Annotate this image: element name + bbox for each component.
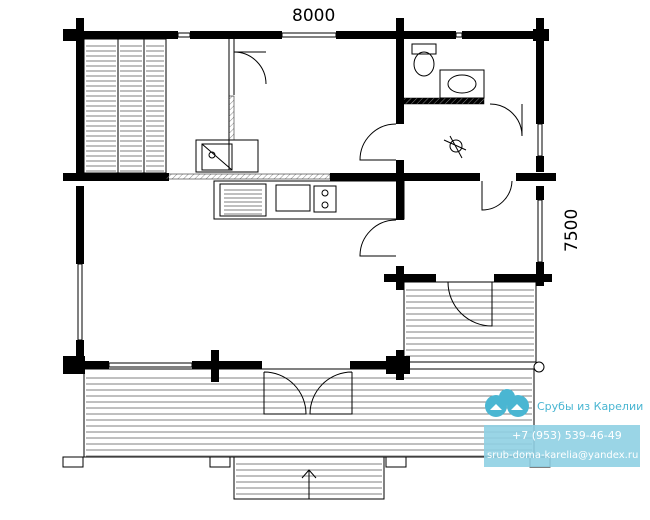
terrace-posts [62, 356, 551, 468]
sink [275, 184, 311, 212]
post-t-mid-v [396, 18, 404, 48]
wall-h-175-b [330, 173, 480, 181]
wall-terrace-a [384, 274, 436, 282]
hatched-walls [165, 95, 485, 180]
wall-bottom-b [192, 361, 262, 369]
wall-v-400-a [396, 38, 404, 124]
wall-top-right [408, 31, 456, 39]
post-bottom-mid [211, 350, 219, 382]
post-tr-v [536, 18, 544, 48]
window-bottom [108, 362, 193, 368]
wall-right-mid2 [536, 186, 544, 200]
window-top-2 [281, 32, 337, 38]
wall-top-mid [190, 31, 282, 39]
wall-left-upper [76, 38, 84, 178]
stove [195, 139, 259, 173]
window-right-1 [537, 123, 543, 157]
window-right-2 [537, 199, 543, 263]
door-bath [489, 103, 523, 137]
width-dimension: 8000 [292, 6, 336, 26]
window-top-1 [177, 32, 191, 38]
door-main-r [309, 371, 353, 415]
brand-contact-box [484, 425, 640, 467]
stair-treads [86, 45, 262, 215]
door-terrace [447, 281, 493, 327]
wall-h-175-a [63, 173, 169, 181]
post-tl-v [76, 18, 84, 48]
wall-right-upper [536, 38, 544, 124]
wall-h-175-c [516, 173, 556, 181]
kitchen-counter [213, 180, 405, 220]
wall-bottom-c [350, 361, 410, 369]
wall-top-right2 [462, 31, 542, 39]
door-main-l [263, 371, 307, 415]
window-left [77, 263, 83, 341]
wall-right-mid [536, 156, 544, 172]
hob [313, 185, 337, 213]
stairs-outline [83, 38, 167, 174]
window-top-3 [455, 32, 463, 38]
door-hall [359, 123, 397, 161]
wall-top-left [70, 31, 178, 39]
terrace-right [403, 281, 537, 363]
shower [449, 139, 463, 153]
door-living [359, 219, 397, 257]
washbasin [439, 69, 485, 99]
height-dimension: 7500 [562, 208, 582, 252]
wall-bottom-a [63, 361, 109, 369]
terrace-boards [86, 289, 534, 495]
drain-board [219, 183, 267, 217]
wall-v-400-b [396, 160, 404, 220]
door-room [481, 180, 513, 211]
brand-name: Срубы из Карелии [537, 400, 644, 413]
thin-lines [77, 32, 543, 500]
toilet-tank [411, 43, 437, 55]
post-tl [63, 29, 79, 41]
brand-email[interactable]: srub-doma-karelia@yandex.ru [487, 450, 639, 461]
toilet-bowl [413, 51, 435, 77]
wall-left-mid [76, 186, 84, 264]
brand-phone[interactable]: +7 (953) 539-46-49 [512, 429, 622, 442]
wall-top-mid2 [336, 31, 408, 39]
wall-terrace-b [494, 274, 552, 282]
